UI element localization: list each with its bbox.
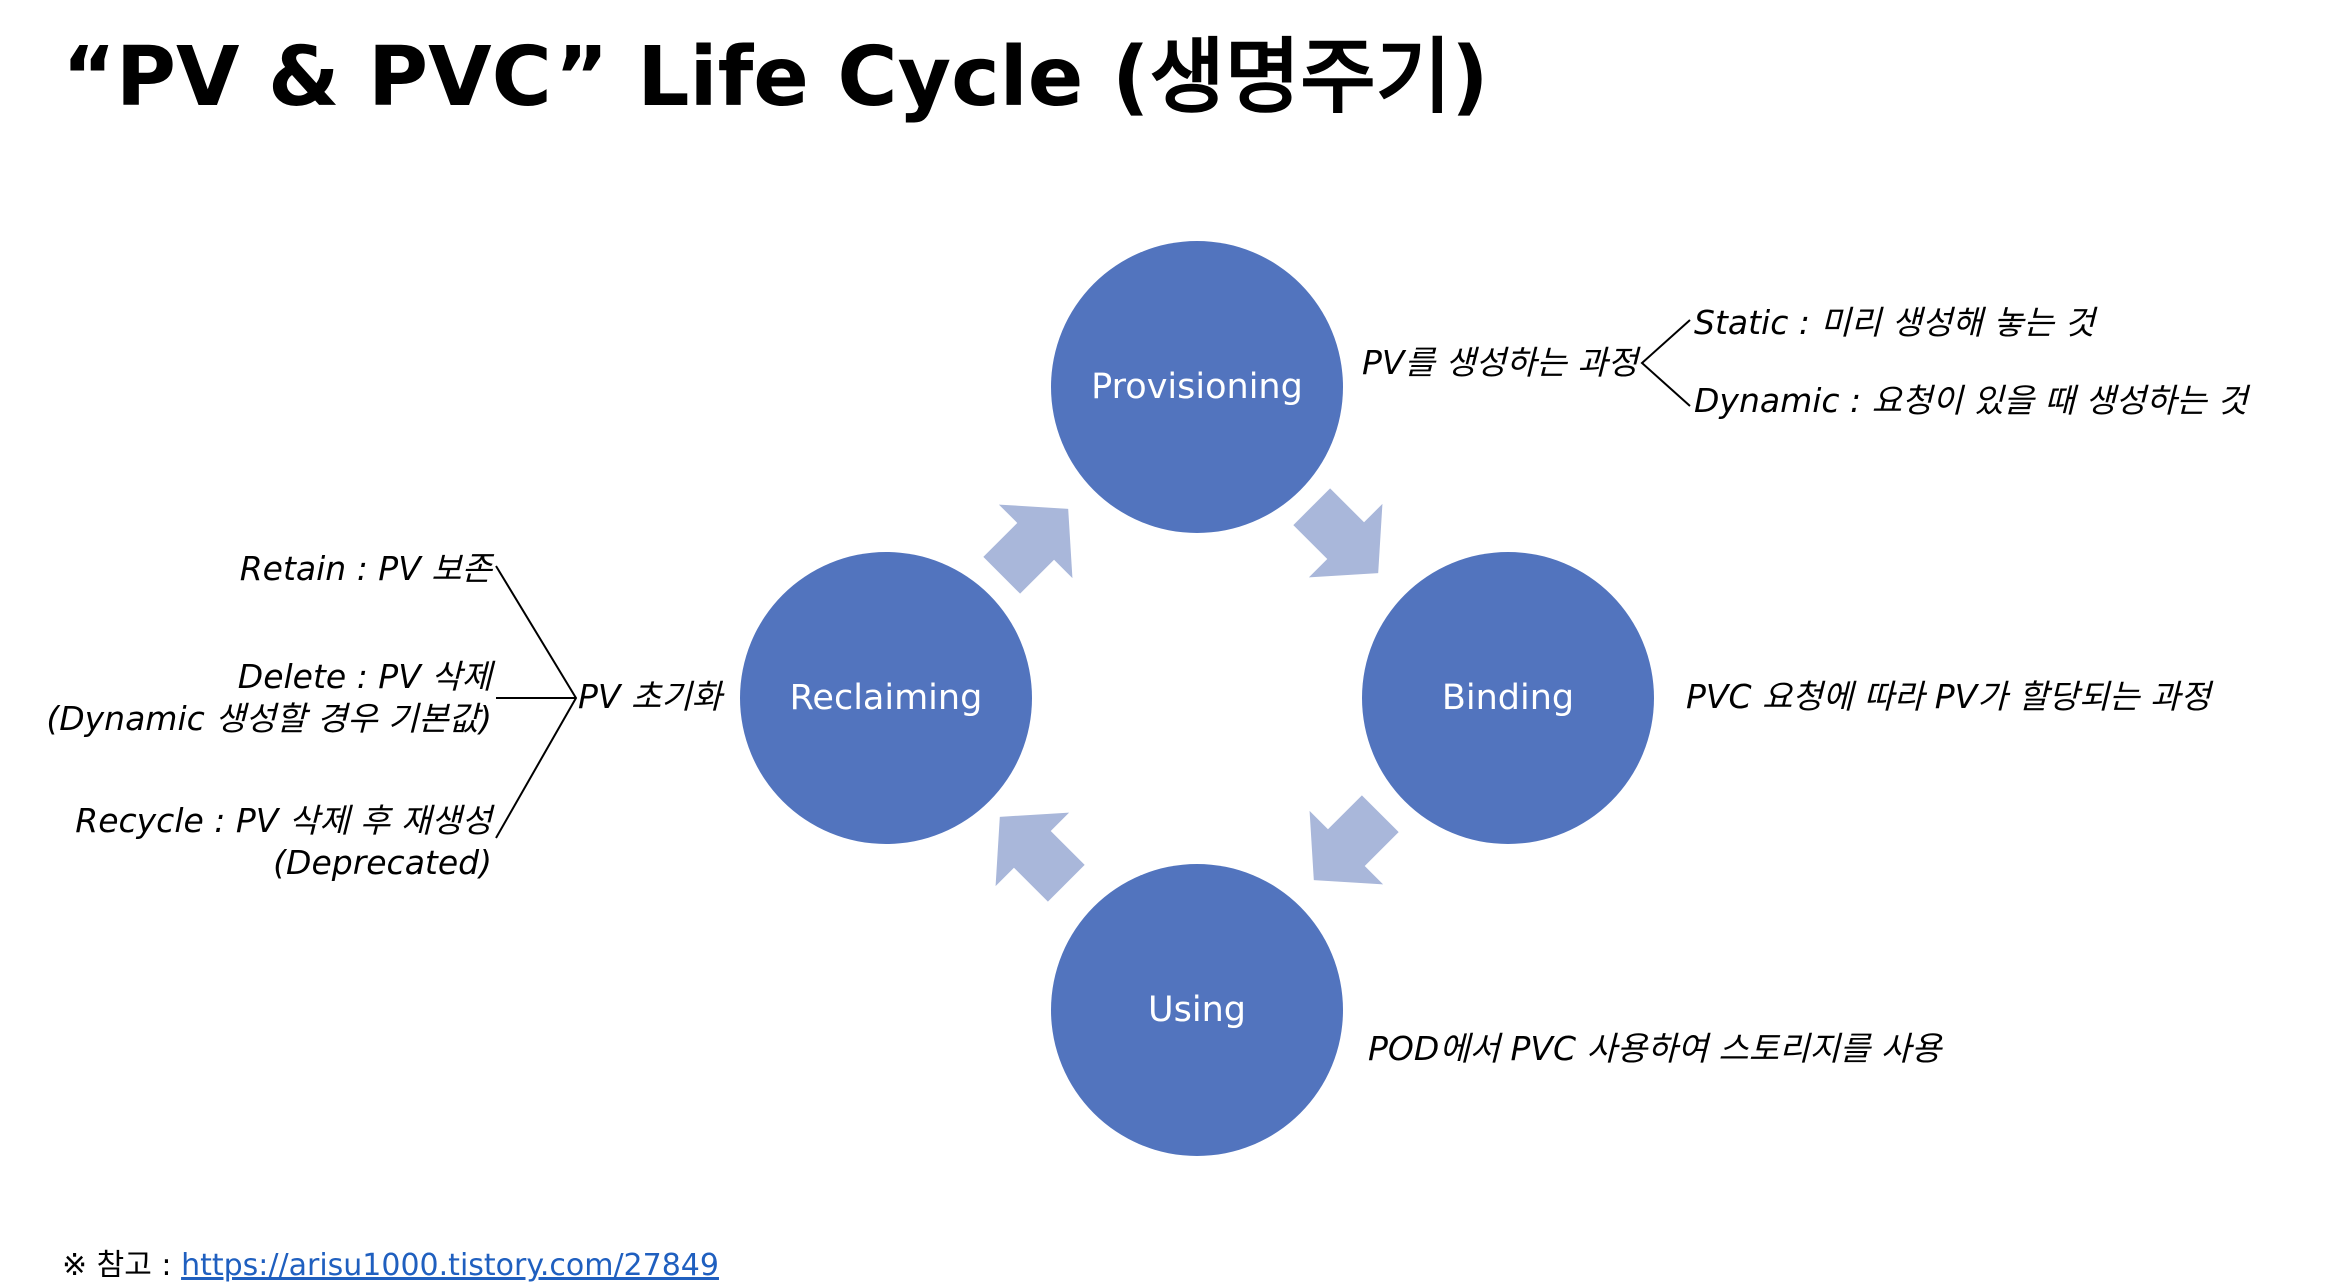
cycle-arrow-binding-to-using [1309, 795, 1399, 885]
node-using [1051, 864, 1343, 1156]
node-provisioning-label: Provisioning [1091, 367, 1303, 407]
reclaim-recycle-note: Recycle : PV 삭제 후 재생성 [75, 801, 495, 840]
provisioning-bracket [1640, 319, 1691, 407]
provisioning-annotation: PV를 생성하는 과정 [1362, 343, 1642, 382]
provisioning-dynamic-note: Dynamic : 요청이 있을 때 생성하는 것 [1694, 381, 2251, 420]
reference-footer: ※ 참고 : https://arisu1000.tistory.com/278… [62, 1240, 719, 1284]
reference-link[interactable]: https://arisu1000.tistory.com/27849 [181, 1248, 719, 1283]
node-provisioning [1051, 241, 1343, 533]
reclaim-retain-note: Retain : PV 보존 [240, 549, 495, 588]
reclaiming-annotation: PV 초기화 [578, 677, 725, 716]
using-annotation: POD에서 PVC 사용하여 스토리지를 사용 [1368, 1029, 1943, 1068]
reference-prefix: ※ 참고 : [62, 1248, 182, 1283]
cycle-arrow-using-to-reclaiming [995, 812, 1085, 902]
node-reclaiming-label: Reclaiming [790, 678, 983, 718]
page-title: “PV & PVC” Life Cycle (생명주기) [62, 30, 1489, 125]
cycle-arrow-provisioning-to-binding [1293, 488, 1383, 578]
node-binding-label: Binding [1442, 678, 1574, 718]
node-reclaiming [740, 552, 1032, 844]
reclaim-delete-note: Delete : PV 삭제 [238, 657, 496, 696]
reclaim-delete-detail: (Dynamic 생성할 경우 기본값) [46, 699, 492, 738]
node-binding [1362, 552, 1654, 844]
binding-annotation: PVC 요청에 따라 PV가 할당되는 과정 [1686, 677, 2214, 716]
node-using-label: Using [1148, 990, 1246, 1030]
reclaim-recycle-detail: (Deprecated) [273, 843, 492, 882]
provisioning-static-note: Static : 미리 생성해 놓는 것 [1694, 303, 2098, 342]
cycle-arrow-reclaiming-to-provisioning [983, 504, 1073, 594]
reclaiming-bracket [495, 565, 578, 839]
